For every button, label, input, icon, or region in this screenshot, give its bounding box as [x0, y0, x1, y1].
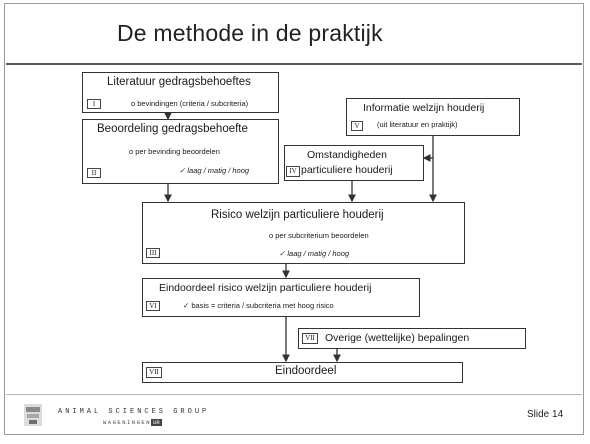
- box-beoordeling-line1: o per bevinding beoordelen: [129, 147, 220, 156]
- box-risico-welzijn: Risico welzijn particuliere houderij o p…: [142, 202, 465, 264]
- box-eindoordeel: VII Eindoordeel: [142, 362, 463, 383]
- box-eindoordeel-risico-title: Eindoordeel risico welzijn particuliere …: [159, 282, 372, 294]
- box-omstandigheden-title: Omstandigheden: [307, 149, 387, 161]
- box-overige-tag: VII: [302, 333, 318, 344]
- box-overige-bepalingen: VII Overige (wettelijke) bepalingen: [298, 328, 526, 349]
- box-omstandigheden-line1: particuliere houderij: [301, 164, 393, 176]
- slide-number: Slide 14: [527, 409, 564, 420]
- footer-org-badge: UR: [151, 419, 162, 426]
- box-overige-title: Overige (wettelijke) bepalingen: [325, 332, 470, 344]
- box-risico-tag: III: [146, 248, 160, 258]
- box-omstandigheden-tag: IV: [286, 166, 300, 177]
- box-eindoordeel-risico-line1: ✓ basis = criteria / subcriteria met hoo…: [183, 301, 334, 310]
- box-informatie-title: Informatie welzijn houderij: [363, 102, 485, 114]
- box-beoordeling-tag: II: [87, 168, 101, 178]
- box-literatuur-title: Literatuur gedragsbehoeftes: [107, 76, 251, 88]
- box-risico-line2: ✓ laag / matig / hoog: [279, 249, 350, 258]
- box-literatuur-line1: o bevindingen (criteria / subcriteria): [131, 99, 249, 108]
- box-risico-line1: o per subcriterium beoordelen: [269, 231, 369, 240]
- box-informatie-line1: (uit literatuur en praktijk): [377, 120, 458, 129]
- box-eindoordeel-risico: Eindoordeel risico welzijn particuliere …: [142, 278, 420, 317]
- box-informatie-tag: V: [351, 121, 363, 131]
- asg-logo-icon: [24, 404, 42, 426]
- box-informatie-welzijn-houderij: Informatie welzijn houderij V (uit liter…: [346, 98, 520, 136]
- box-beoordeling-gedragsbehoefte: Beoordeling gedragsbehoefte o per bevind…: [82, 119, 279, 184]
- box-beoordeling-title: Beoordeling gedragsbehoefte: [97, 123, 248, 135]
- box-eindoordeel-tag: VII: [146, 367, 162, 378]
- footer-org-name: ANIMAL SCIENCES GROUP: [58, 408, 210, 416]
- title-divider: [6, 63, 582, 65]
- box-beoordeling-line2: ✓ laag / matig / hoog: [179, 166, 250, 175]
- box-literatuur-tag: I: [87, 99, 101, 109]
- slide-frame: [4, 3, 584, 435]
- box-eindoordeel-risico-tag: VI: [146, 301, 160, 311]
- footer-divider: [6, 394, 582, 395]
- box-omstandigheden: Omstandigheden IV particuliere houderij: [284, 145, 424, 181]
- box-eindoordeel-title: Eindoordeel: [275, 365, 337, 377]
- box-risico-title: Risico welzijn particuliere houderij: [211, 209, 384, 221]
- slide-title: De methode in de praktijk: [117, 20, 383, 46]
- footer-org-wageningen: WAGENINGEN: [103, 419, 152, 426]
- box-literatuur-gedragsbehoeftes: Literatuur gedragsbehoeftes I o bevindin…: [82, 72, 279, 113]
